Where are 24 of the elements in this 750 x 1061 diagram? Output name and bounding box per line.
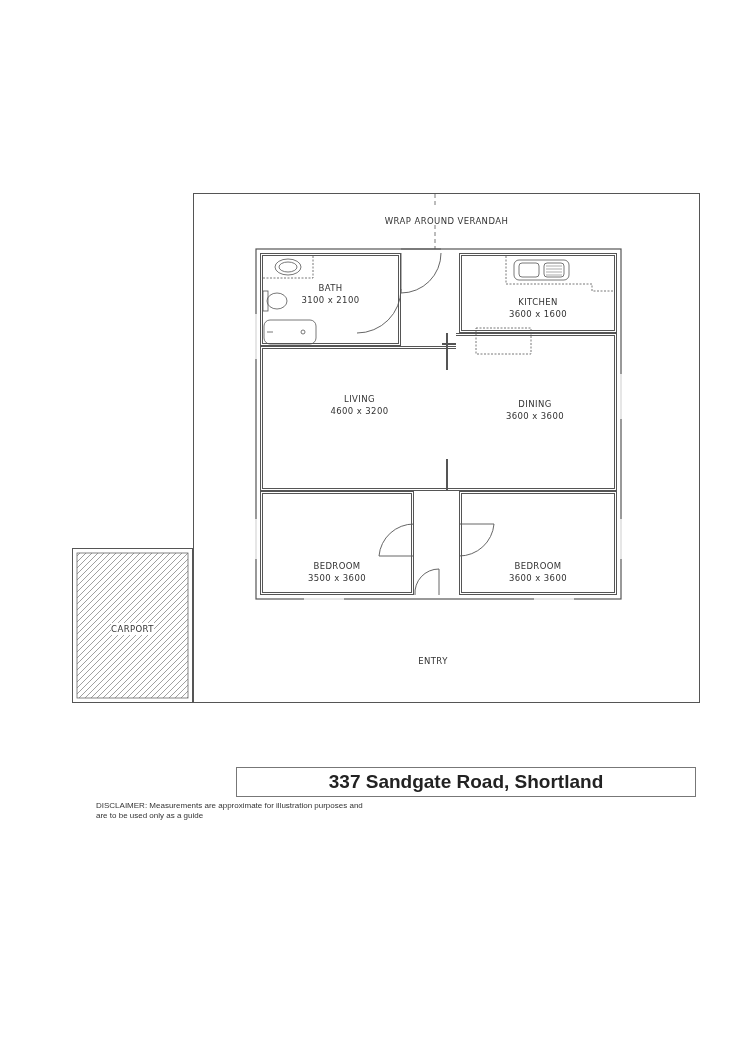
room-dimensions: 3500 x 3600 [307,572,367,584]
room-name: LIVING [344,393,375,405]
room-dimensions: 3100 x 2100 [301,294,360,306]
room-name: BATH [318,282,343,294]
room-outline [456,333,617,491]
room-outline [459,253,617,333]
room-dimensions: 3600 x 3600 [505,410,565,422]
room-name: CARPORT [111,623,154,635]
room-outline [260,253,401,346]
verandah-label: WRAP AROUND VERANDAH [384,215,509,227]
room-outline [260,491,414,595]
room-name: BEDROOM [514,560,562,572]
room-dimensions: 4600 x 3200 [330,405,389,417]
room-dimensions: 3600 x 1600 [508,308,568,320]
room-outline [260,346,456,491]
room-name: KITCHEN [518,296,558,308]
verandah-outline [193,193,700,703]
disclaimer-text: DISCLAIMER: Measurements are approximate for illustration purposes and are to be used only as a guide [96,801,364,821]
room-outline [459,491,617,595]
room-name: DINING [518,398,552,410]
title-box: 337 Sandgate Road, Shortland [236,767,696,797]
room-dimensions: 3600 x 3600 [508,572,568,584]
entry-label: ENTRY [417,656,449,666]
room-name: BEDROOM [313,560,361,572]
